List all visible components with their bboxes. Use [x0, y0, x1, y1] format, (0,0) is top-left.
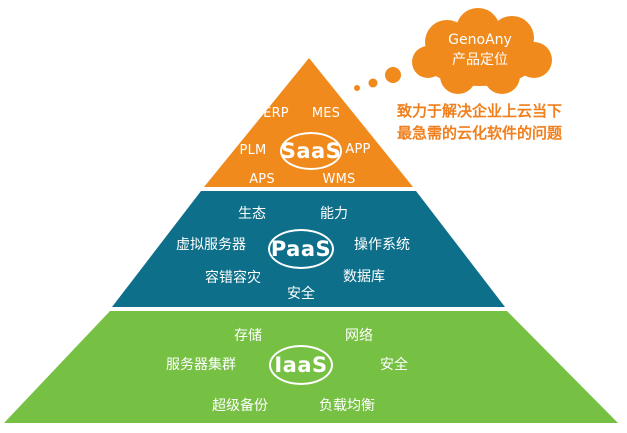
paas-item-database: 数据库	[343, 269, 385, 285]
cloud-callout-text: GenoAny 产品定位	[420, 30, 540, 70]
saas-badge: SaaS	[280, 132, 342, 170]
iaas-badge: IaaS	[269, 345, 333, 385]
saas-item-app: APP	[345, 142, 371, 157]
saas-item-plm: PLM	[239, 143, 267, 158]
paas-title: PaaS	[270, 237, 332, 261]
thought-bubble-medium	[368, 78, 378, 88]
iaas-title: IaaS	[274, 353, 328, 377]
cloud-shape	[412, 8, 552, 94]
thought-bubble-small	[354, 85, 360, 91]
tagline-line-2: 最急需的云化软件的问题	[397, 124, 563, 142]
iaas-item-storage: 存储	[234, 328, 262, 344]
saas-item-aps: APS	[249, 172, 275, 187]
paas-badge: PaaS	[268, 229, 334, 269]
saas-title: SaaS	[280, 139, 342, 163]
paas-item-os: 操作系统	[354, 237, 410, 253]
saas-item-mes: MES	[311, 106, 341, 121]
cloud-positioning-label: 产品定位	[452, 52, 508, 68]
positioning-tagline: 致力于解决企业上云当下 最急需的云化软件的问题	[397, 100, 622, 144]
iaas-item-load-balancing: 负载均衡	[319, 398, 375, 414]
iaas-item-network: 网络	[345, 328, 373, 344]
iaas-item-server-cluster: 服务器集群	[166, 357, 236, 373]
paas-item-virtual-server: 虚拟服务器	[176, 237, 246, 253]
cloud-brand-name: GenoAny	[448, 32, 512, 48]
paas-item-ecosystem: 生态	[238, 206, 266, 222]
iaas-item-security: 安全	[380, 357, 408, 373]
tagline-line-1: 致力于解决企业上云当下	[397, 102, 563, 120]
paas-item-capability: 能力	[320, 206, 348, 222]
saas-item-wms: WMS	[322, 172, 356, 187]
saas-item-erp: ERP	[263, 106, 289, 121]
saas-layer-triangle	[204, 58, 413, 187]
iaas-item-backup: 超级备份	[212, 398, 268, 414]
paas-item-fault-tolerance: 容错容灾	[205, 270, 261, 286]
thought-bubble-large	[385, 67, 401, 83]
paas-item-security: 安全	[287, 286, 315, 302]
